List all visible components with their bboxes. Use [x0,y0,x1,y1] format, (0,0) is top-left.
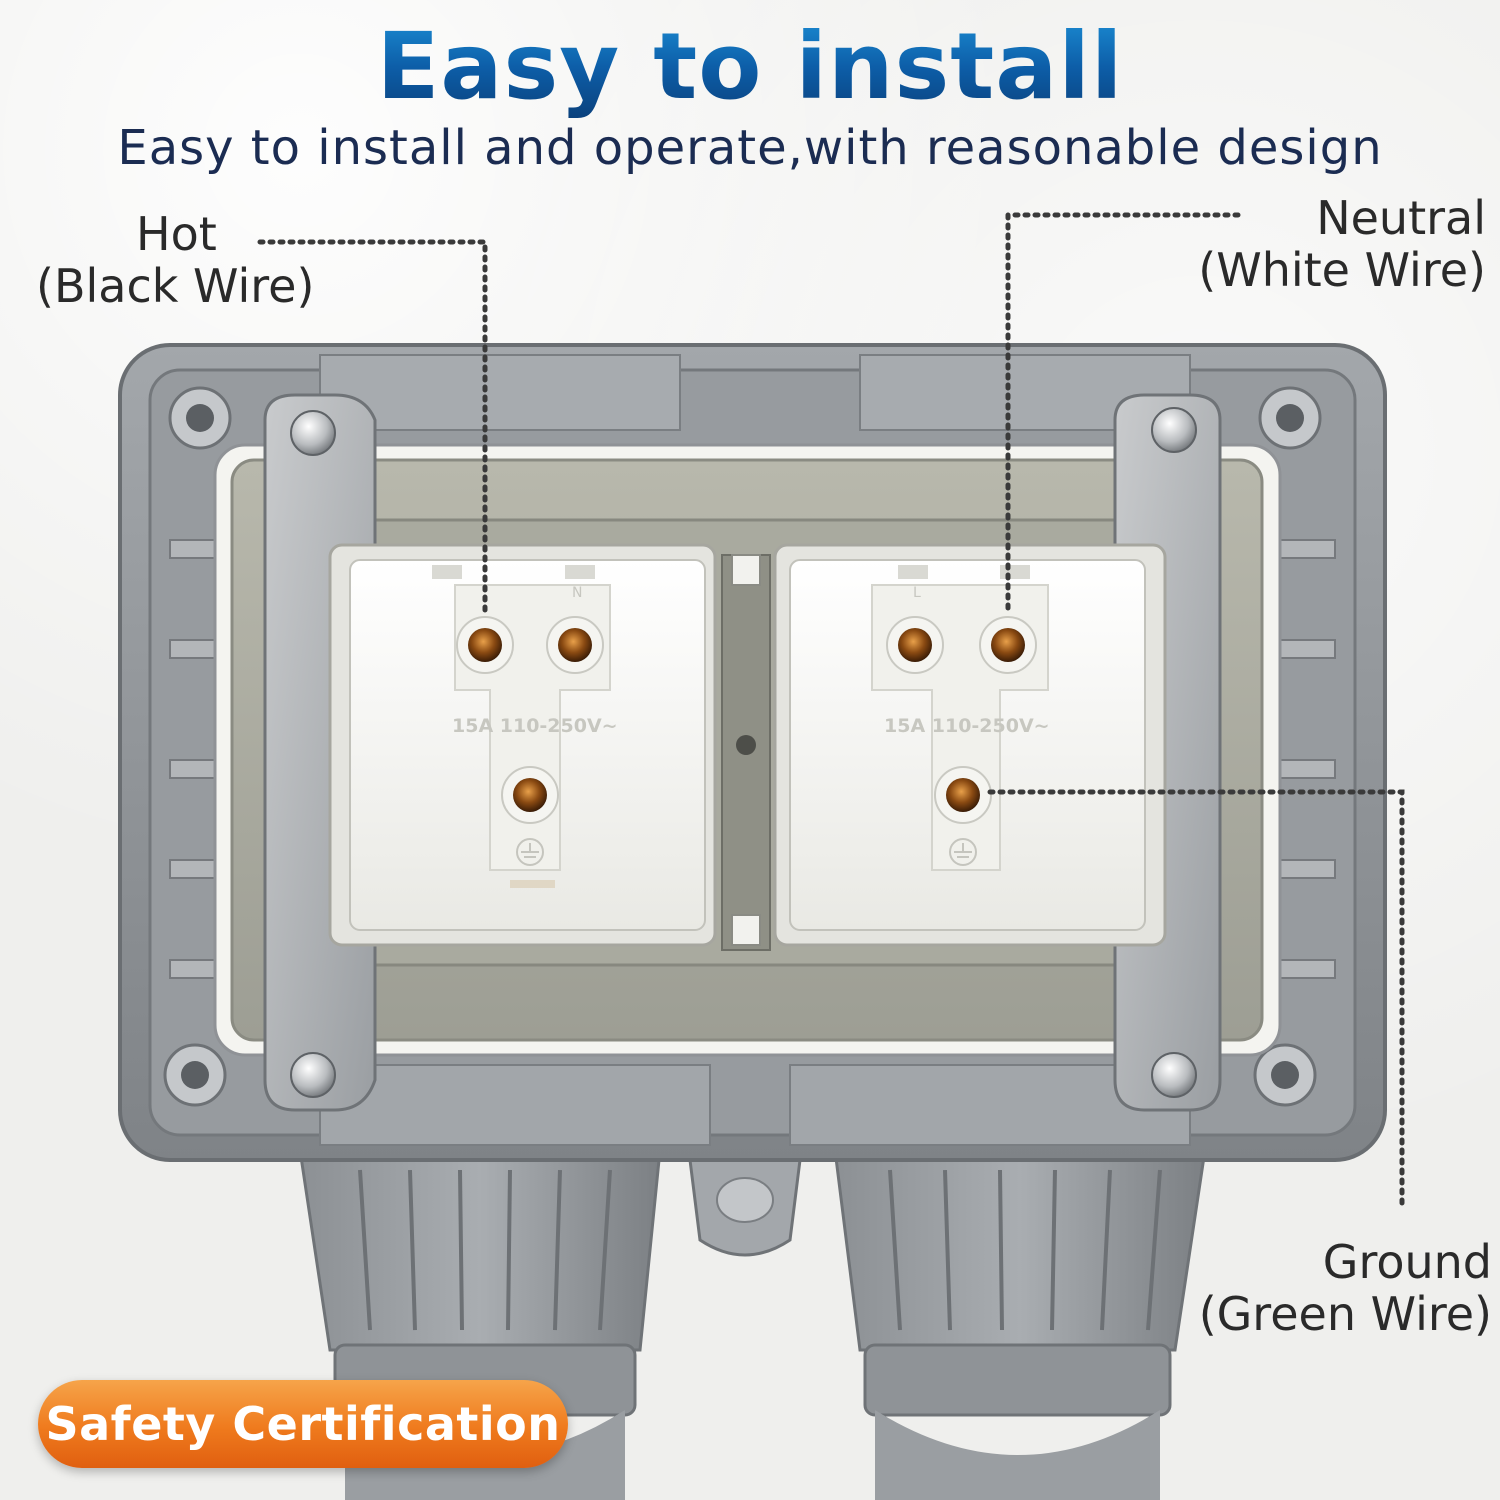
callout-hot-subtitle: (Black Wire) [36,259,315,313]
socket-right-rating: 15A 110-250V~ [884,715,1050,737]
callout-ground-subtitle: (Green Wire) [1198,1287,1492,1341]
socket-right-pin-l: L [913,585,921,601]
neutral-leader-line [1005,212,1241,618]
earth-symbol-icon [949,838,977,866]
center-divider [721,554,771,951]
callout-hot: Hot (Black Wire) [36,208,314,312]
callout-neutral-title: Neutral [1316,191,1486,245]
page-title: Easy to install [0,12,1500,122]
socket-left: 15A 110-250V~ N [328,543,717,947]
socket-left-rating: 15A 110-250V~ [452,715,618,737]
safety-certification-badge: Safety Certification [38,1380,568,1468]
callout-neutral-subtitle: (White Wire) [1198,243,1486,297]
corner-screws [163,386,1322,1107]
callout-neutral: Neutral (White Wire) [1186,192,1486,296]
ground-leader-line [987,789,1405,1213]
leader-lines [257,212,1405,1213]
earth-symbol-icon [516,838,544,866]
callout-ground: Ground (Green Wire) [1182,1236,1492,1340]
callout-ground-title: Ground [1322,1235,1492,1289]
socket-right: 15A 110-250V~ L [773,543,1167,947]
socket-left-pin-n: N [572,585,582,601]
callout-hot-title: Hot [136,207,217,261]
hot-leader-line [257,239,488,618]
page-subtitle: Easy to install and operate,with reasona… [117,120,1383,176]
